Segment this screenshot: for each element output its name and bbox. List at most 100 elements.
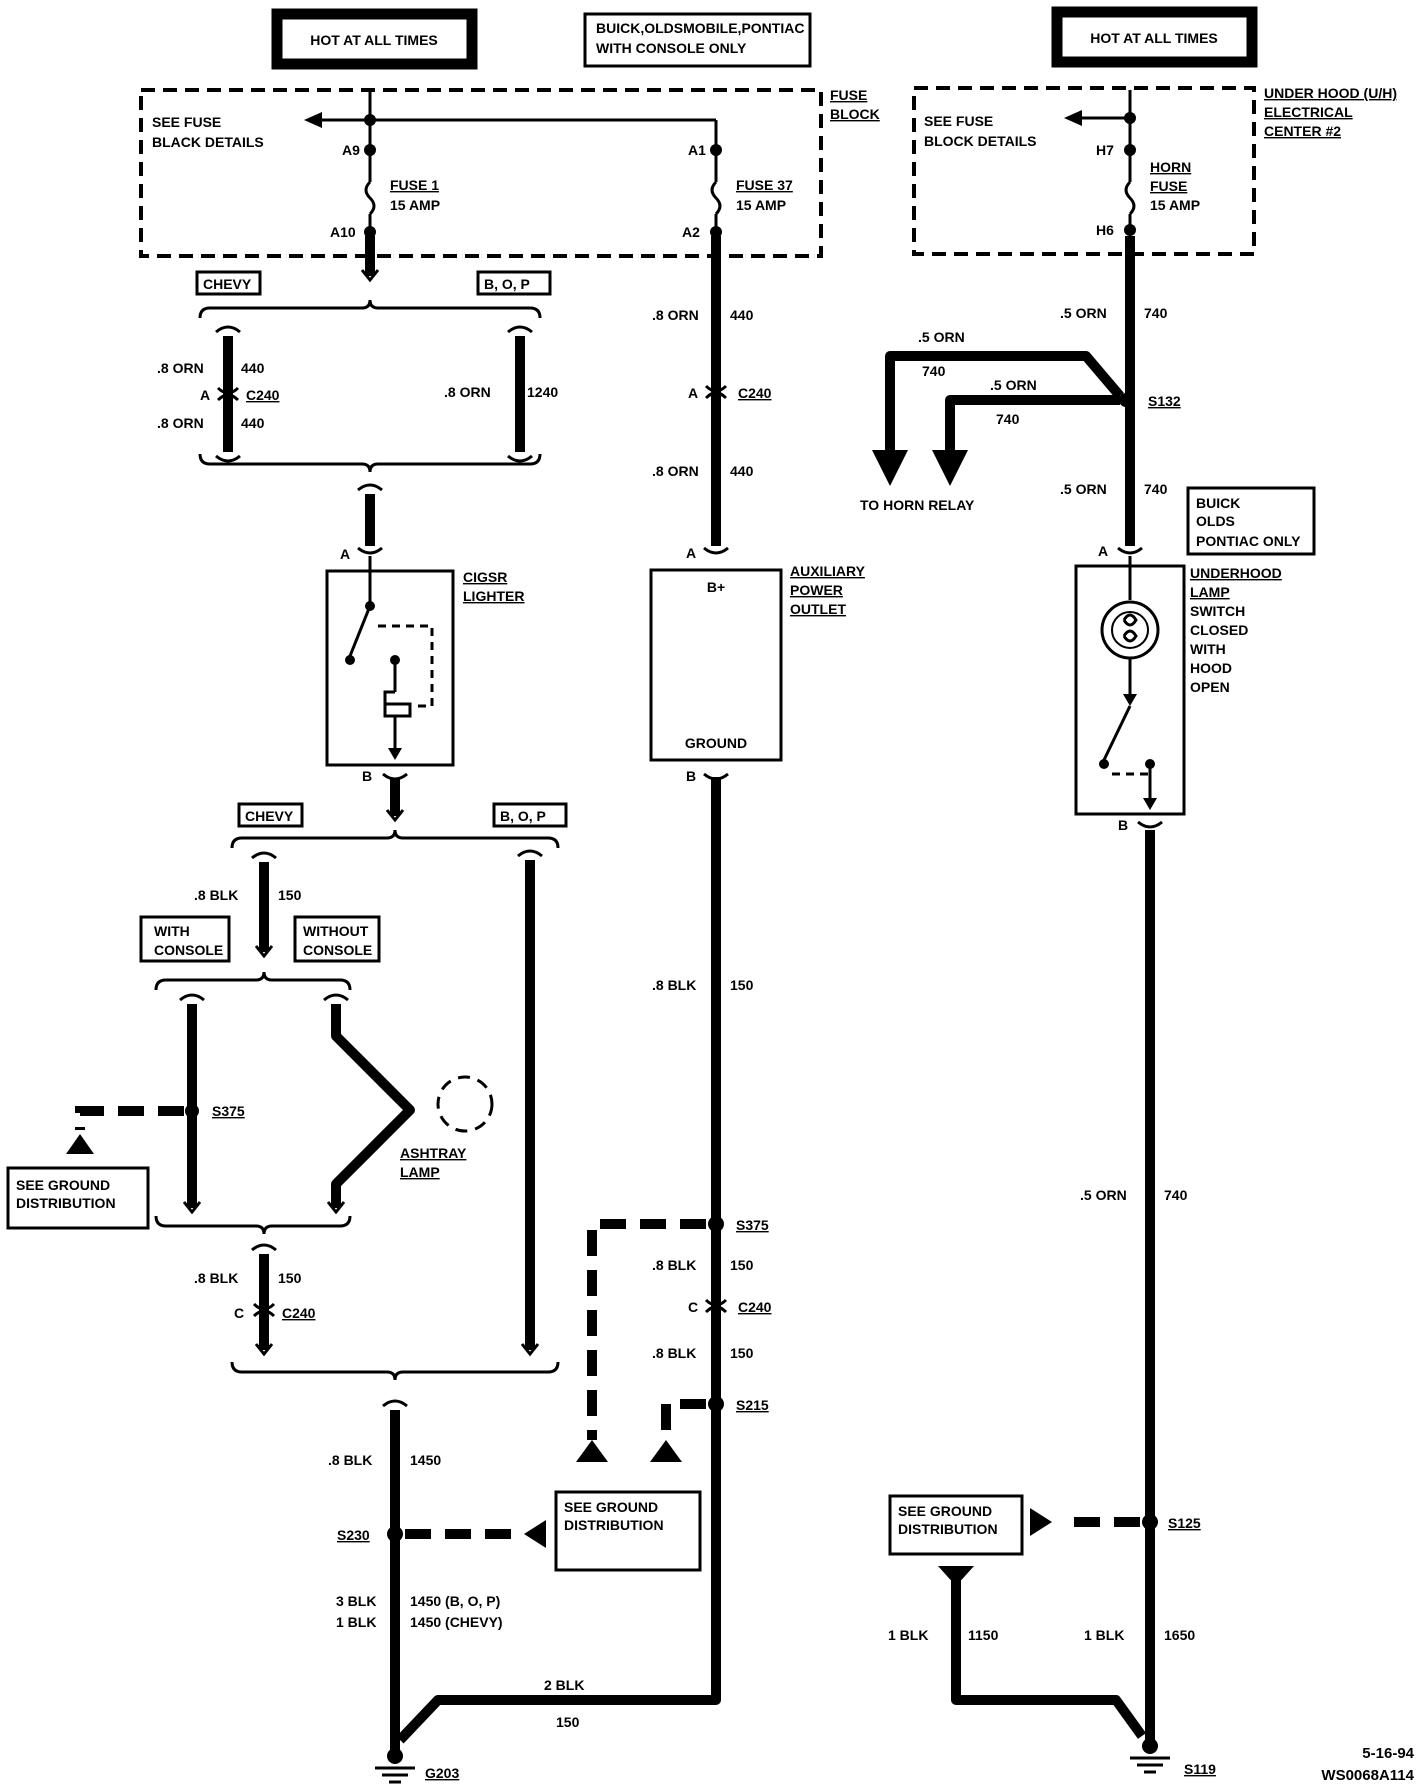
wire-740-to-horn-1 (885, 351, 1124, 452)
diagram-date: 5-16-94 (1362, 1745, 1414, 1762)
with-console-1: WITH (154, 923, 190, 939)
s125: S125 (1168, 1515, 1201, 1531)
see-fuse-right-1: SEE FUSE (924, 113, 993, 129)
circuit-740b: 740 (922, 363, 946, 379)
without-console-2: CONSOLE (303, 942, 372, 958)
s375-left-node (185, 1104, 199, 1118)
s215-ground-dash (661, 1399, 706, 1440)
option-brace-top-2 (230, 829, 560, 849)
pin-b-uhl: B (1118, 817, 1128, 833)
circuit-1650: 1650 (1164, 1627, 1195, 1643)
h6-node (1124, 224, 1136, 236)
lighter-switch (348, 605, 372, 657)
see-ground-3-box (888, 1494, 1024, 1556)
a2-node (710, 226, 722, 238)
fuse1-symbol (364, 180, 376, 216)
pin-a10: A10 (330, 224, 356, 240)
uhl-contact-left (1099, 759, 1109, 769)
fuse-block-label-1: FUSE (830, 87, 867, 103)
bop-tag-1-box (476, 270, 552, 296)
console-note-line2: WITH CONSOLE ONLY (596, 40, 747, 56)
uhl-label-4: CLOSED (1190, 622, 1248, 638)
wire-label-150c: .8 BLK (652, 977, 696, 993)
horn-fuse-amp: 15 AMP (1150, 197, 1200, 213)
circuit-740d: 740 (1144, 481, 1168, 497)
with-console-arrow (182, 1201, 202, 1215)
circuit-1240: 1240 (527, 384, 558, 400)
wire-label-740b: .5 ORN (918, 329, 965, 345)
lighter-thermal-link (378, 624, 434, 708)
horn-relay-arrow-2 (932, 450, 968, 486)
see-ground-3b: DISTRIBUTION (898, 1521, 998, 1537)
circuit-1450-bop: 1450 (B, O, P) (410, 1593, 500, 1609)
see-ground-1b: DISTRIBUTION (16, 1195, 116, 1211)
s119: S119 (1184, 1761, 1216, 1777)
s230: S230 (337, 1527, 370, 1543)
c240-lower-mid-symbol (704, 1298, 728, 1314)
bop-arrow (520, 1343, 540, 1357)
uh-bus-node (1124, 112, 1136, 124)
wire-label-740d: .5 ORN (1060, 481, 1107, 497)
circuit-150e: 150 (730, 1345, 754, 1361)
c240-lower-left: C240 (282, 1305, 316, 1321)
see-fuse-right-2: BLOCK DETAILS (924, 133, 1037, 149)
chevy-tag-1: CHEVY (203, 276, 252, 292)
circuit-440a: 440 (241, 360, 265, 376)
without-console-1: WITHOUT (303, 923, 369, 939)
pin-a-c240-aux: A (688, 385, 698, 401)
see-ground-2a: SEE GROUND (564, 1499, 658, 1515)
with-console-box (139, 915, 231, 963)
underhood-bulb-filament (1122, 613, 1138, 643)
pin-b-aux: B (686, 768, 696, 784)
cigar-lighter-label-2: LIGHTER (463, 588, 524, 604)
s375-right: S375 (736, 1217, 769, 1233)
pin-b-lighter: B (362, 768, 372, 784)
diagram-code: WS0068A114 (1321, 1767, 1414, 1784)
c-top-2 (507, 325, 533, 334)
c240-lower-left-symbol (252, 1302, 276, 1318)
fuse37-label: FUSE 37 (736, 177, 793, 193)
bplus-label: B+ (707, 579, 725, 595)
underhood-bulb-inner (1111, 611, 1149, 649)
bop-tag-2-box (492, 802, 568, 828)
wire-label-2blk: 2 BLK (544, 1677, 584, 1693)
c-top-lighter (357, 483, 383, 492)
s375-right-node (708, 1216, 724, 1232)
see-ground-3a: SEE GROUND (898, 1503, 992, 1519)
horn-fuse-label-2: FUSE (1150, 178, 1187, 194)
wire-label-440b: .8 ORN (157, 415, 204, 431)
uhl-label-1: UNDERHOOD (1190, 565, 1282, 581)
circuit-740c: 740 (996, 411, 1020, 427)
see-ground-2-box (554, 1490, 702, 1572)
c-top-6 (251, 1243, 277, 1252)
pin-a-aux: A (686, 545, 696, 561)
wire-label-150d: .8 BLK (652, 1257, 696, 1273)
g203: G203 (425, 1765, 459, 1781)
hot-at-all-times-right: HOT AT ALL TIMES (1090, 30, 1218, 46)
s119-node (1142, 1738, 1158, 1754)
circuit-1150: 1150 (968, 1627, 999, 1643)
circuit-740e: 740 (1164, 1187, 1188, 1203)
chevy-lower-arrow (254, 1343, 274, 1357)
see-fuse-left-1: SEE FUSE (152, 114, 221, 130)
wire-label-740a: .5 ORN (1060, 305, 1107, 321)
pin-a2: A2 (682, 224, 700, 240)
c-top-4 (179, 993, 205, 1002)
fuse-block-outline (139, 88, 823, 258)
pin-a-lighter: A (340, 546, 350, 562)
option-brace-top-3 (154, 971, 352, 991)
pin-c-mid: C (688, 1299, 698, 1315)
ashtray-lamp-label-2: LAMP (400, 1164, 440, 1180)
c-b-uhl (1137, 820, 1163, 829)
aux-outlet-label-2: POWER (790, 582, 843, 598)
see-fuse-right-arrow-head (1064, 110, 1082, 126)
bop-only-box (1186, 486, 1316, 556)
c240-lower-mid: C240 (738, 1299, 772, 1315)
c-a-uhl (1117, 546, 1143, 555)
cigar-lighter-box (325, 569, 455, 767)
pin-a1: A1 (688, 142, 706, 158)
circuit-150b: 150 (278, 1270, 302, 1286)
uhl-label-7: OPEN (1190, 679, 1230, 695)
wire-label-440c: .8 ORN (652, 307, 699, 323)
